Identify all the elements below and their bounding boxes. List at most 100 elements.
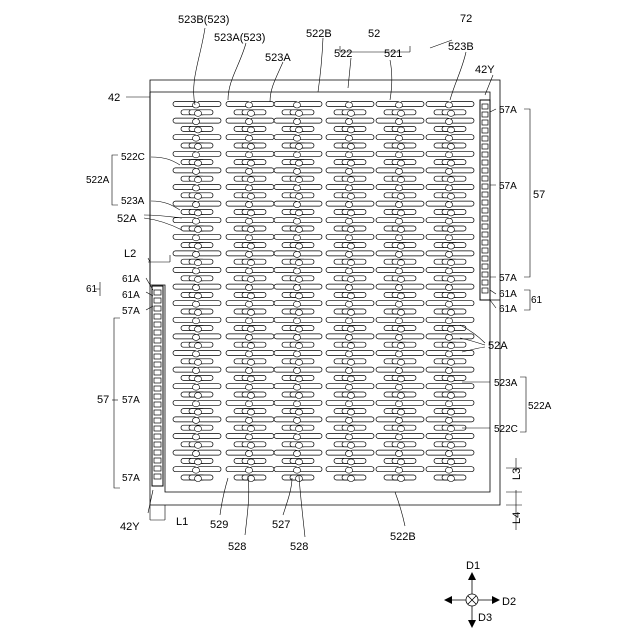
electrode-finger — [400, 118, 424, 123]
terminal-pad — [154, 362, 161, 367]
electrode-node — [294, 285, 301, 291]
label-57A-right-1: 57A — [499, 105, 517, 116]
electrode-node — [448, 210, 455, 216]
electrode-node — [446, 285, 453, 291]
electrode-node — [248, 409, 255, 415]
electrode-node — [195, 260, 202, 266]
label-42Y-bottom: 42Y — [120, 521, 140, 533]
electrode-node — [448, 144, 455, 150]
label-523A-left: 523A — [121, 196, 145, 207]
electrode-finger — [298, 251, 322, 256]
terminal-pad — [154, 306, 161, 311]
electrode-finger — [197, 118, 221, 123]
electrode-node — [195, 127, 202, 133]
electrode-node — [248, 310, 255, 316]
electrode-node — [346, 451, 353, 457]
electrode-node — [246, 202, 253, 208]
electrode-finger — [350, 400, 374, 405]
label-72: 72 — [460, 13, 472, 25]
terminal-pad — [482, 256, 488, 261]
electrode-node — [448, 243, 455, 249]
electrode-node — [296, 110, 303, 116]
electrode-node — [246, 251, 253, 257]
electrode-node — [346, 368, 353, 374]
electrode-node — [294, 185, 301, 191]
label-52A-left: 52A — [117, 213, 137, 225]
electrode-node — [248, 426, 255, 432]
electrode-finger — [298, 218, 322, 223]
electrode-finger — [350, 102, 374, 107]
electrode-node — [195, 409, 202, 415]
electrode-finger — [350, 301, 374, 306]
electrode-node — [398, 393, 405, 399]
electrode-node — [246, 351, 253, 357]
electrode-node — [195, 144, 202, 150]
electrode-node — [246, 334, 253, 340]
electrode-node — [348, 343, 355, 349]
label-528-a: 528 — [228, 541, 246, 553]
electrode-node — [448, 409, 455, 415]
electrode-node — [296, 343, 303, 349]
terminal-pad — [482, 112, 488, 117]
electrode-finger — [450, 151, 474, 156]
electrode-finger — [350, 268, 374, 273]
electrode-node — [195, 326, 202, 332]
electrode-node — [294, 384, 301, 390]
electrode-node — [193, 434, 200, 440]
electrode-node — [348, 160, 355, 166]
electrode-node — [195, 177, 202, 183]
electrode-node — [396, 285, 403, 291]
electrode-node — [294, 451, 301, 457]
electrode-node — [248, 227, 255, 233]
electrode-finger — [250, 102, 274, 107]
label-528-b: 528 — [290, 541, 308, 553]
electrode-finger — [298, 434, 322, 439]
electrode-node — [346, 434, 353, 440]
electrode-node — [396, 218, 403, 224]
electrode-finger — [450, 168, 474, 173]
electrode-node — [195, 160, 202, 166]
label-522B-bottom: 522B — [390, 531, 416, 543]
electrode-node — [246, 268, 253, 274]
terminal-pad — [482, 216, 488, 221]
electrode-node — [246, 285, 253, 291]
electrode-node — [348, 393, 355, 399]
electrode-node — [396, 185, 403, 191]
electrode-finger — [250, 234, 274, 239]
electrode-node — [294, 202, 301, 208]
electrode-finger — [250, 367, 274, 372]
electrode-node — [346, 251, 353, 257]
electrode-node — [396, 168, 403, 174]
label-61-right: 61 — [531, 295, 543, 306]
electrode-finger — [197, 450, 221, 455]
terminal-pad — [482, 136, 488, 141]
terminal-pad — [154, 394, 161, 399]
electrode-node — [248, 243, 255, 249]
electrode-node — [296, 326, 303, 332]
electrode-finger — [450, 201, 474, 206]
electrode-finger — [350, 218, 374, 223]
terminal-pad — [154, 370, 161, 375]
electrode-node — [246, 368, 253, 374]
electrode-node — [398, 144, 405, 150]
electrode-node — [348, 243, 355, 249]
terminal-pad — [154, 298, 161, 303]
electrode-finger — [298, 400, 322, 405]
label-L3: L3 — [511, 468, 523, 480]
electrode-node — [294, 351, 301, 357]
electrode-node — [193, 368, 200, 374]
electrode-finger — [197, 367, 221, 372]
electrode-node — [346, 351, 353, 357]
electrode-node — [396, 318, 403, 324]
electrode-node — [446, 451, 453, 457]
terminal-pad — [482, 200, 488, 205]
label-523A-523: 523A(523) — [214, 32, 265, 44]
electrode-finger — [197, 218, 221, 223]
electrode-node — [448, 426, 455, 432]
electrode-finger — [350, 135, 374, 140]
electrode-node — [448, 160, 455, 166]
label-61-left: 61 — [86, 284, 98, 295]
electrode-finger — [197, 334, 221, 339]
electrode-finger — [197, 317, 221, 322]
electrode-node — [246, 417, 253, 423]
